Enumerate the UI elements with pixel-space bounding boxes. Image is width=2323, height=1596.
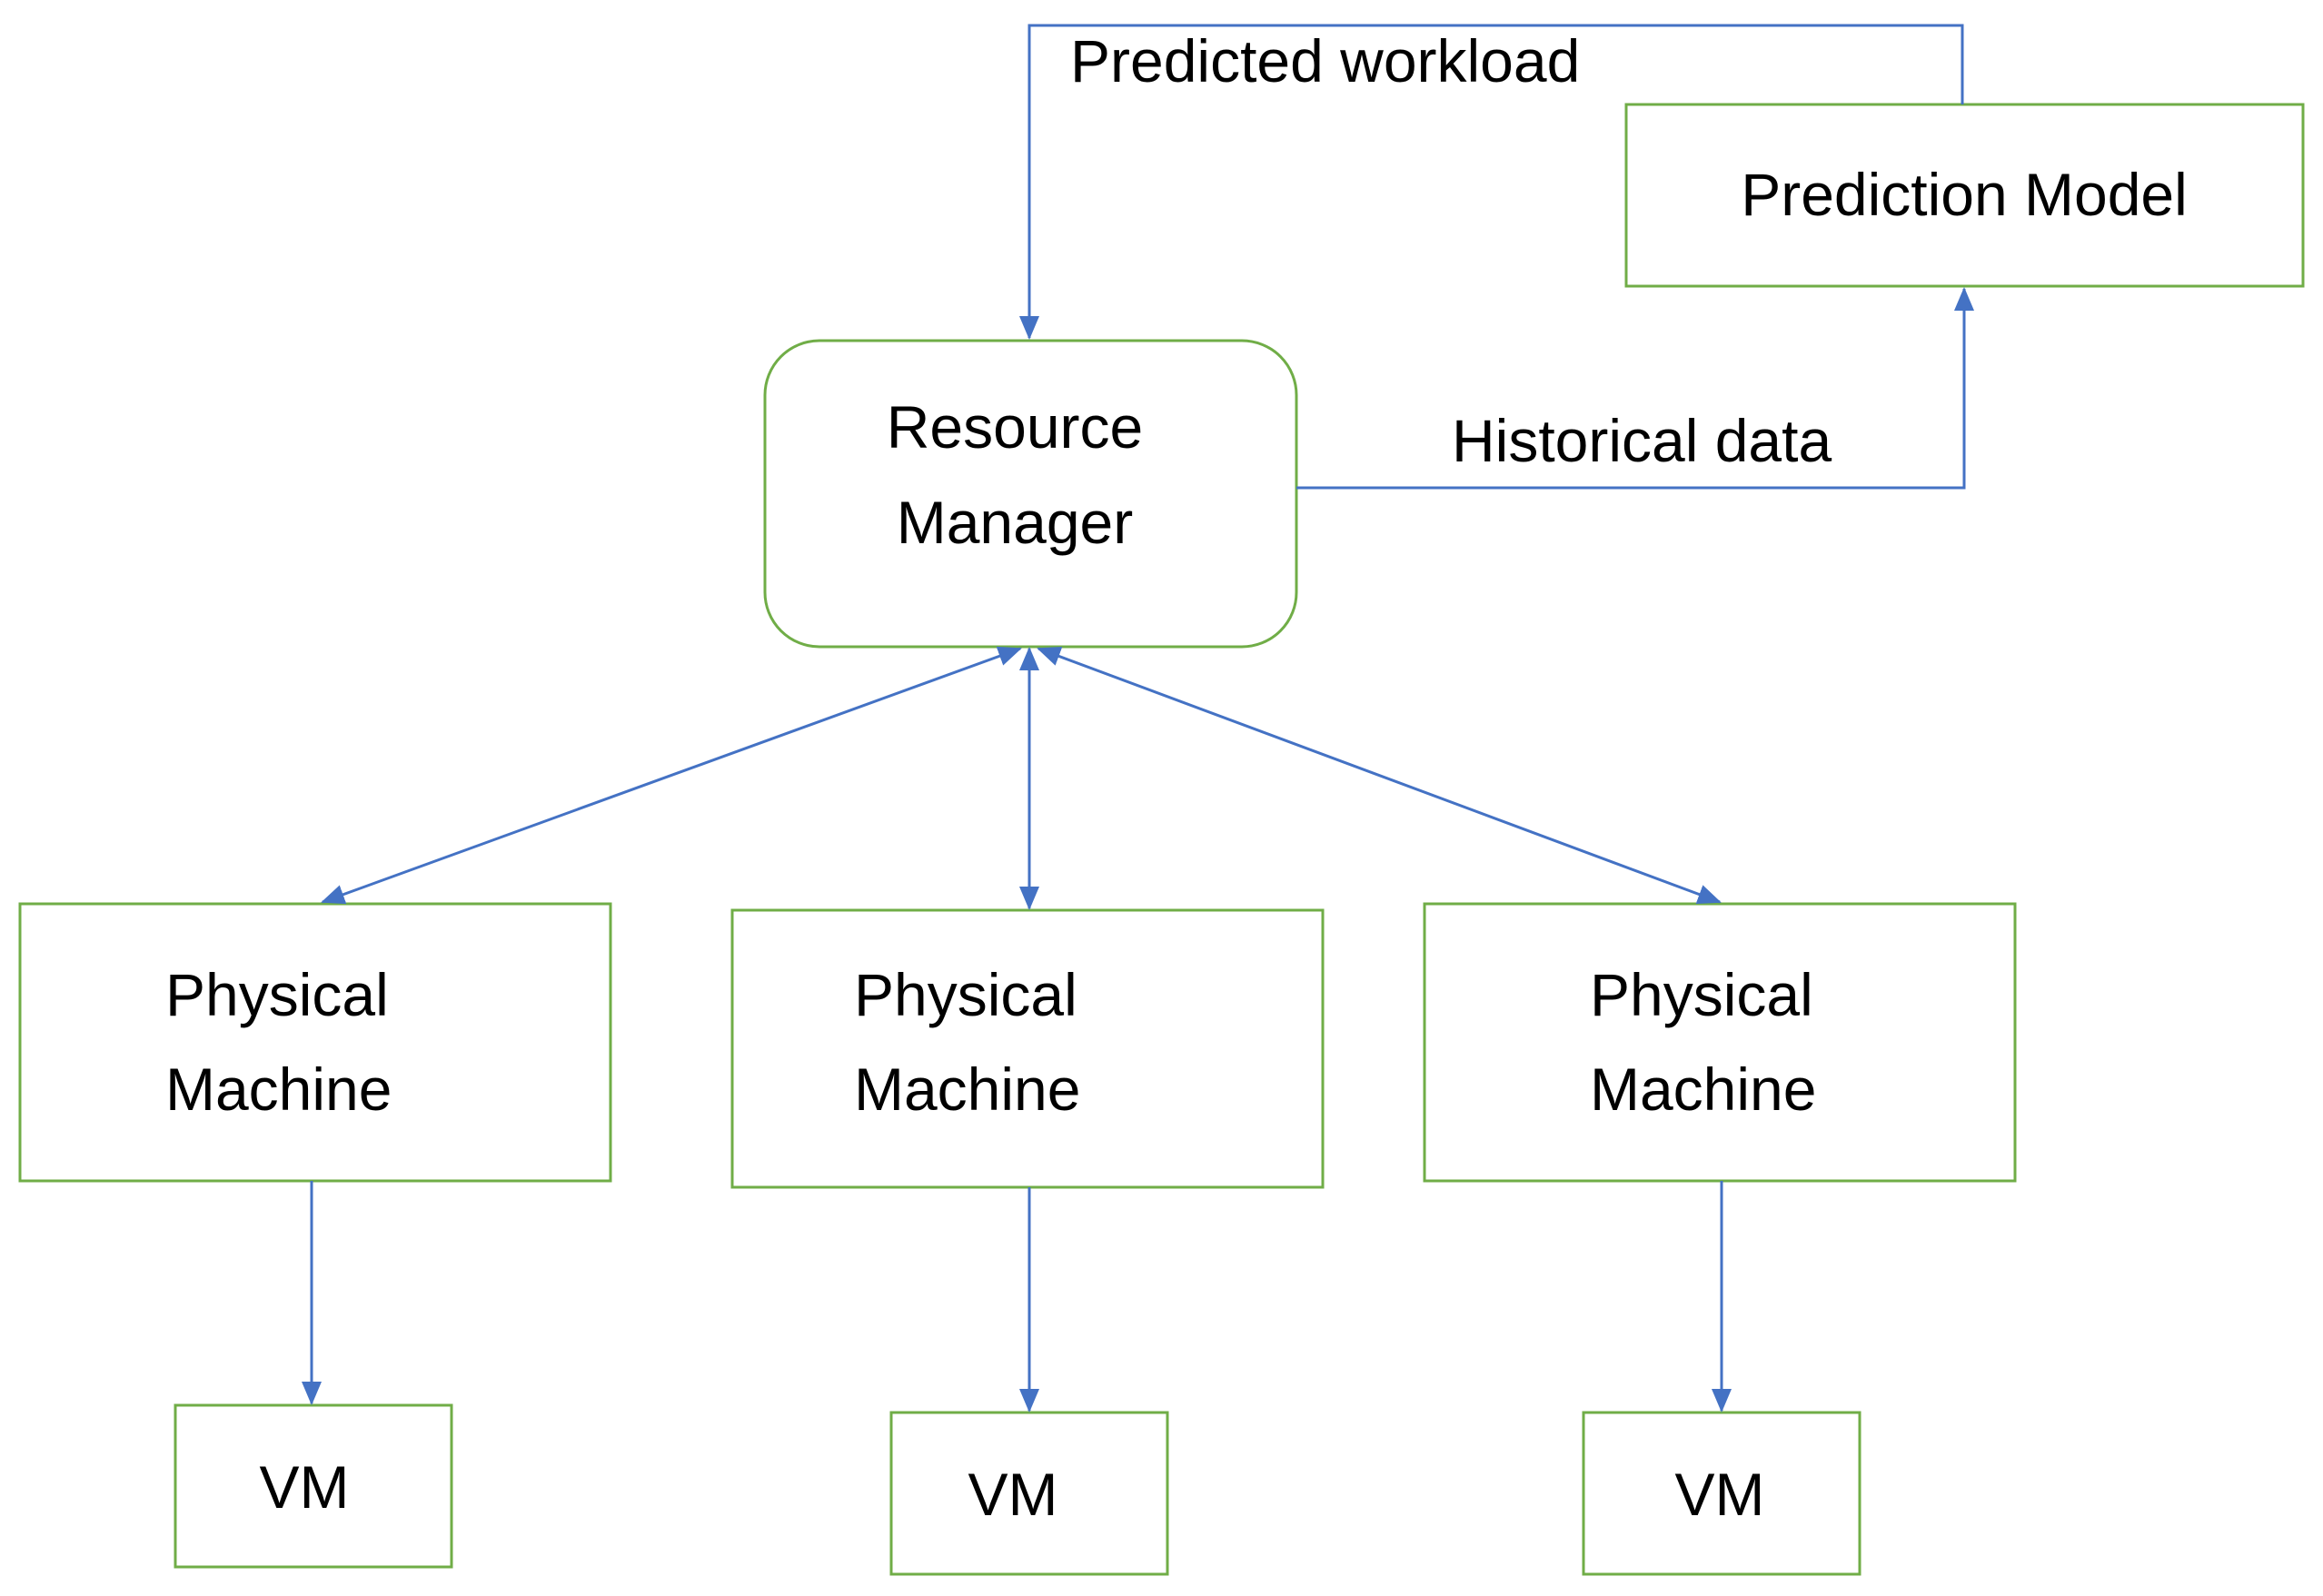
physical-machine-box-3[interactable] [1423,902,2017,1183]
rm-pm1-bidirectional-arrow [321,646,1022,905]
prediction-model-box[interactable] [1624,103,2305,288]
physical-machine-box-2[interactable] [730,908,1325,1189]
predicted-workload-arrow [1019,24,1964,340]
vm-2-label: VM [968,1461,1058,1528]
predicted-workload-label: Predicted workload [1070,27,1580,94]
physical-machine-1-label-line2: Machine [165,1056,392,1123]
historical-data-arrow [1296,287,1974,490]
physical-machine-3-label-line2: Machine [1590,1056,1816,1123]
physical-machine-box-1[interactable] [18,902,612,1183]
physical-machine-3-label-line1: Physical [1590,961,1813,1028]
historical-data-label: Historical data [1452,407,1832,474]
physical-machine-2-label-line2: Machine [854,1056,1080,1123]
prediction-model-label: Prediction Model [1741,161,2188,228]
vm-box-2[interactable] [889,1411,1169,1576]
physical-machine-1-label-line1: Physical [165,961,389,1028]
resource-manager-label-line1: Resource [887,393,1143,461]
physical-machine-2-label-line1: Physical [854,961,1077,1028]
vm-box-1[interactable] [174,1403,453,1569]
vm-1-label: VM [260,1453,350,1521]
rm-pm3-bidirectional-arrow [1037,647,1722,904]
resource-manager-label-line2: Manager [897,489,1134,556]
vm-box-3[interactable] [1582,1411,1861,1576]
vm-3-label: VM [1675,1461,1765,1528]
